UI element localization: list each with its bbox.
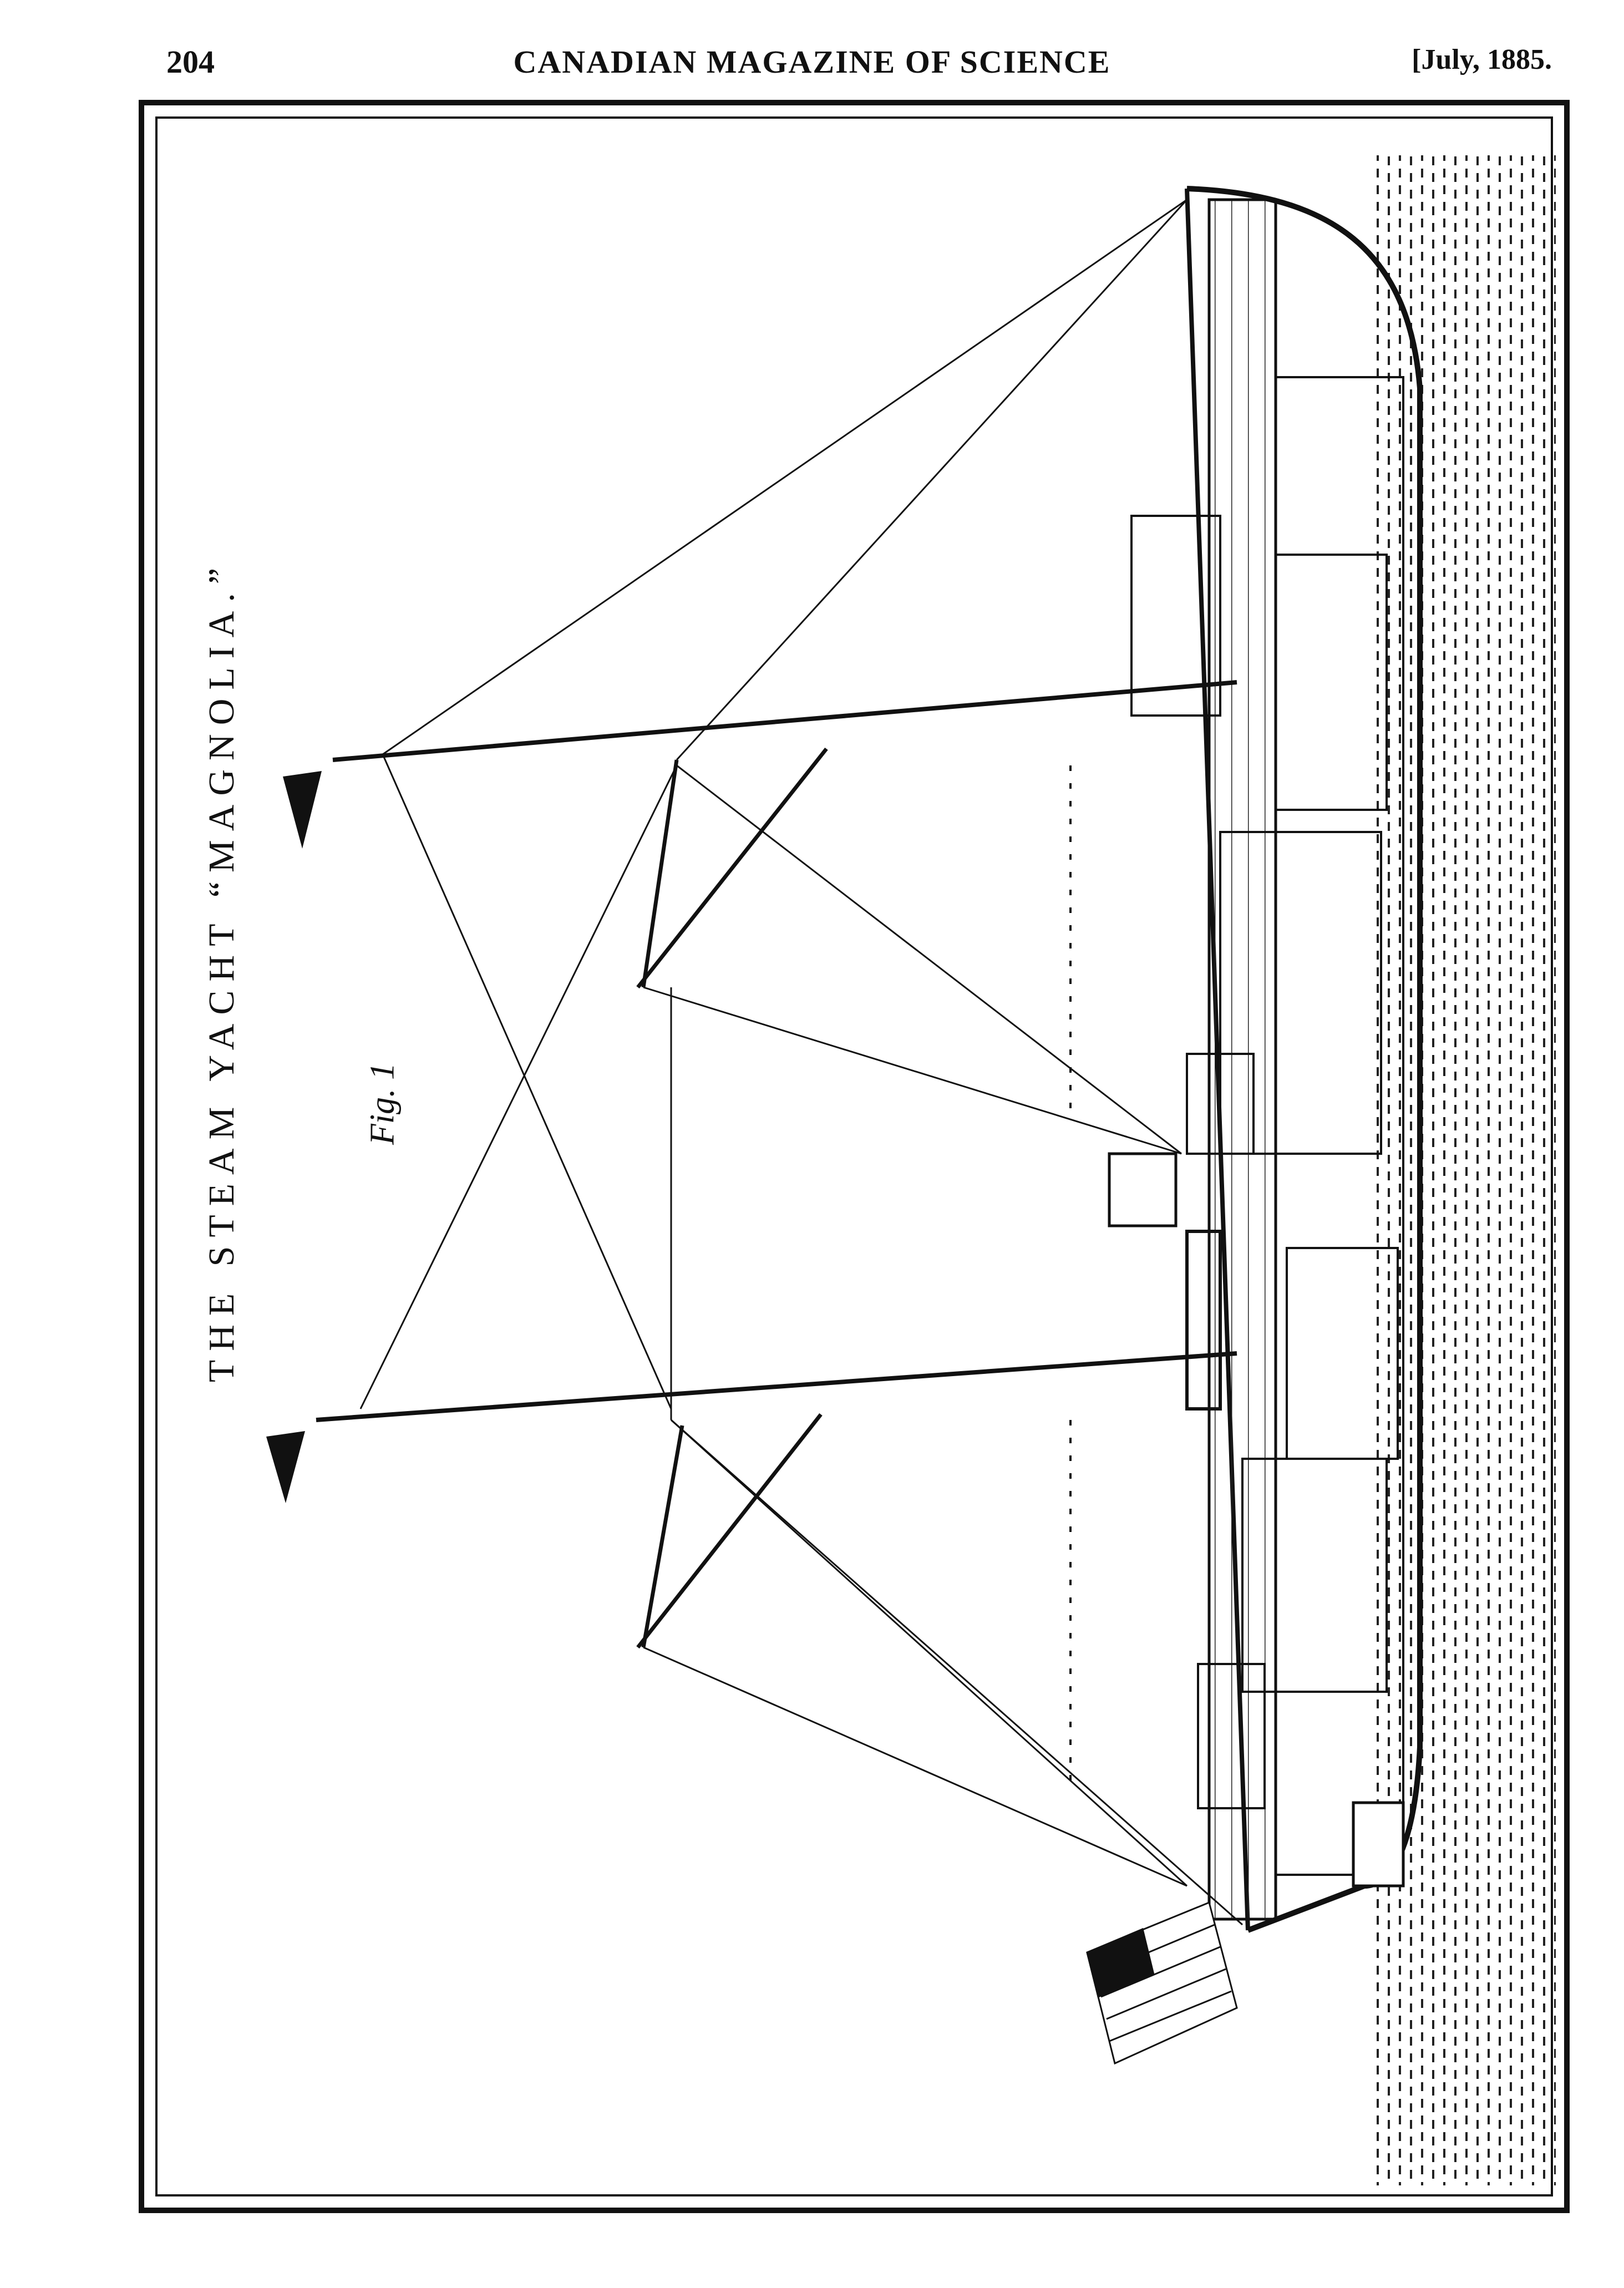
rigging (359, 199, 1243, 1926)
masts (316, 680, 1237, 1422)
pennant-main (266, 1431, 305, 1503)
spars (636, 747, 828, 1649)
hull (1185, 186, 1423, 1933)
page-number: 204 (166, 44, 215, 80)
rudder (1352, 1801, 1405, 1888)
page-header: 204 CANADIAN MAGAZINE OF SCIENCE [July, … (0, 43, 1624, 93)
issue-date: [July, 1885. (1412, 44, 1552, 75)
pennant-fore (283, 771, 322, 849)
journal-title: CANADIAN MAGAZINE OF SCIENCE (513, 44, 1111, 80)
funnel (1108, 1152, 1178, 1227)
ensign-flag (1086, 1901, 1238, 2065)
deck-cabins (1130, 515, 1399, 1809)
